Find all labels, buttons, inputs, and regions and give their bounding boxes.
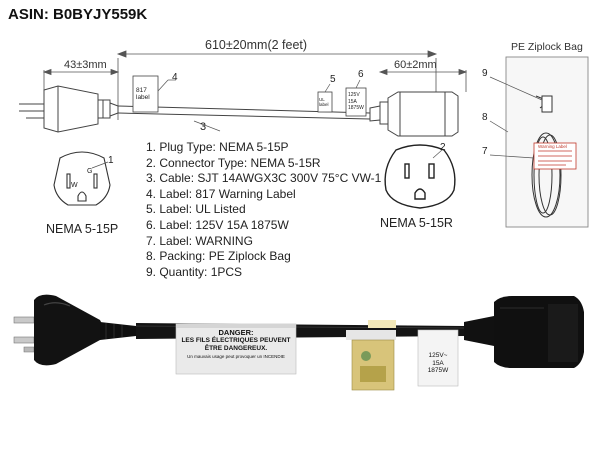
bag-title: PE Ziplock Bag — [511, 41, 583, 53]
spec-list: 1. Plug Type: NEMA 5-15P 2. Connector Ty… — [146, 140, 381, 280]
rating-box-line-2: 15A — [348, 98, 357, 105]
bag-warning-label-text: Warning Label — [538, 144, 567, 149]
callout-number-5: 5 — [330, 74, 336, 85]
nema-5-15p-face — [53, 151, 111, 206]
photo-rating-label — [417, 329, 459, 387]
spec-item: 2. Connector Type: NEMA 5-15R — [146, 155, 321, 170]
danger-title: DANGER: — [218, 328, 254, 337]
photo-connector — [464, 296, 584, 368]
callout-leaders — [157, 79, 361, 132]
photo-danger-label — [175, 323, 297, 375]
callout-number-6: 6 — [358, 69, 364, 80]
spec-item: 4. Label: 817 Warning Label — [146, 186, 296, 201]
total-length-dimension: 610±20mm(2 feet) — [205, 38, 308, 52]
ul-box-line-1: UL — [319, 97, 325, 102]
danger-line-2: ÊTRE DANGEREUX. — [204, 345, 268, 352]
drawing-plug — [19, 85, 119, 133]
rating-line-3: 1875W — [427, 367, 449, 374]
callout-number-8: 8 — [482, 112, 488, 123]
plug-pin-g-label: G — [87, 168, 93, 175]
plug-end-dimension: 43±3mm — [64, 59, 107, 71]
bag-cable-coil — [531, 95, 562, 218]
receptacle-face-leader — [432, 149, 443, 159]
plug-face-leader — [91, 161, 109, 169]
photo-plug — [13, 294, 136, 366]
callout-number-3: 3 — [200, 121, 207, 133]
warning-box-line-1: 817 — [136, 87, 147, 94]
callout-number-4: 4 — [172, 72, 178, 83]
drawing-connector — [369, 91, 459, 137]
connector-dimension-line — [378, 68, 468, 92]
spec-item: 3. Cable: SJT 14AWGX3C 300V 75°C VW-1 — [146, 171, 382, 186]
plug-face-caption: NEMA 5-15P — [46, 222, 119, 236]
photo-ul-hologram-label — [346, 320, 396, 391]
danger-line-1: LES FILS ÉLECTRIQUES PEUVENT — [181, 337, 291, 344]
spec-item: 6. Label: 125V 15A 1875W — [146, 217, 289, 232]
warning-box-text: 817 label — [136, 87, 150, 101]
photo-rating-label-text: 125V~ 15A 1875W — [418, 352, 458, 375]
nema-5-15r-face — [384, 144, 456, 209]
rating-box-line-3: 1875W — [348, 105, 364, 111]
spec-item: 7. Label: WARNING — [146, 233, 253, 248]
receptacle-face-caption: NEMA 5-15R — [380, 216, 453, 230]
ul-box-line-2: label — [319, 102, 329, 107]
bag-warning-label — [533, 142, 577, 170]
plug-blade-bottom — [13, 336, 35, 344]
callout-number-9: 9 — [482, 68, 488, 79]
rating-box-text: 125V 15A 1875W — [348, 92, 364, 112]
ul-box-text: UL label — [319, 97, 329, 107]
spec-item: 9. Quantity: 1PCS — [146, 264, 243, 279]
plug-blade-top — [13, 316, 35, 324]
asin-label: ASIN: B0BYJY559K — [8, 6, 148, 23]
plug-pin-w-label: W — [71, 182, 78, 189]
callout-number-7: 7 — [482, 146, 488, 157]
bag-callout-leaders — [489, 76, 543, 159]
rating-line-1: 125V~ — [428, 352, 448, 359]
danger-line-3: Un mauvais usage peut provoquer un INCEN… — [187, 354, 285, 359]
connector-end-dimension: 60±2mm — [394, 59, 437, 71]
plug-ground-pin — [23, 346, 35, 353]
photo-danger-label-text: DANGER: LES FILS ÉLECTRIQUES PEUVENT ÊTR… — [180, 329, 292, 361]
spec-item: 5. Label: UL Listed — [146, 202, 246, 217]
spec-item: 8. Packing: PE Ziplock Bag — [146, 249, 291, 264]
callout-number-2: 2 — [440, 142, 446, 153]
spec-item: 1. Plug Type: NEMA 5-15P — [146, 140, 289, 154]
rating-line-2: 15A — [432, 359, 444, 367]
drawing-warning-label — [132, 75, 159, 113]
callout-number-1: 1 — [108, 155, 114, 166]
rating-box-line-1: 125V — [348, 92, 360, 98]
warning-box-line-2: label — [136, 94, 150, 101]
